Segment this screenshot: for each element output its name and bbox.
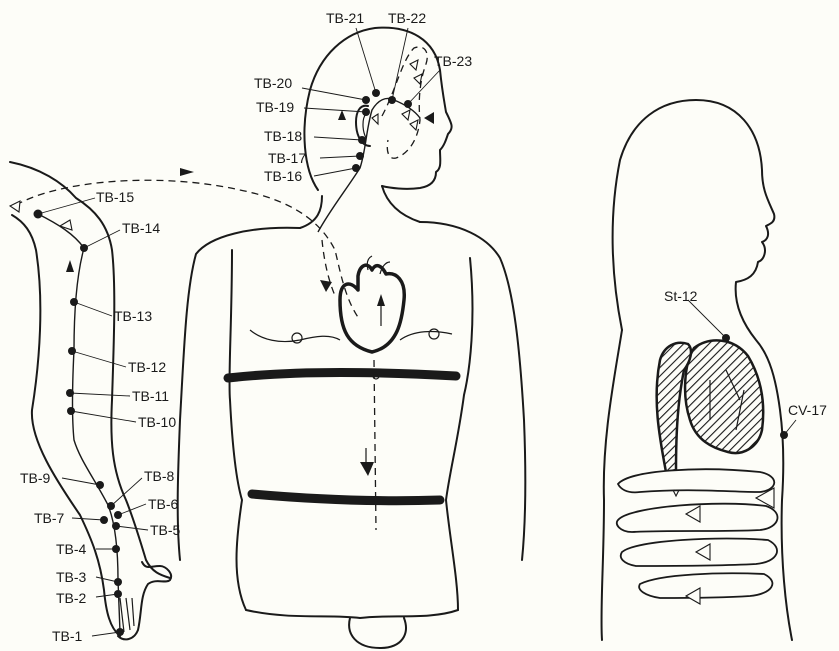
point-marker-triangle [10,201,20,212]
neck-dashed-path [322,240,336,298]
label-tb-8: TB-8 [144,468,175,484]
label-tb-19: TB-19 [256,99,294,115]
label-tb-14: TB-14 [122,220,160,236]
label-tb-10: TB-10 [138,414,176,430]
label-tb-2: TB-2 [56,590,87,606]
torso-inner-left [229,250,246,610]
arrow-right-top [180,168,194,176]
finger-lines [120,598,134,632]
heart-icon [340,265,404,352]
label-tb-13: TB-13 [114,308,152,324]
point-marker-triangle [402,110,410,120]
pelvis-outline [246,610,458,648]
label-tb-23: TB-23 [434,53,472,69]
label-tb-9: TB-9 [20,470,51,486]
label-st-12: St-12 [664,288,698,304]
label-cv-17: CV-17 [788,402,827,418]
arm-figure: TB-15 TB-14 TB-13 TB-12 TB-11 TB-10 TB-9… [10,162,360,644]
torso-inner-right [446,258,472,610]
chest-band [228,373,456,379]
spiral-band-4 [639,573,772,598]
label-tb-20: TB-20 [254,75,292,91]
label-tb-3: TB-3 [56,569,87,585]
label-tb-12: TB-12 [128,359,166,375]
label-tb-15: TB-15 [96,189,134,205]
spiral-band-1 [618,469,774,492]
point-marker-triangle [372,114,378,124]
label-tb-22: TB-22 [388,10,426,26]
nipple-left [292,333,302,343]
profile-figure: St-12 CV-17 [601,100,827,640]
arrow-up-arm [66,260,74,272]
arrow-left-face [424,112,434,124]
arrow-down-abdomen [360,462,374,476]
ear-inner [363,114,366,138]
neck-right [382,186,420,222]
label-tb-17: TB-17 [268,150,306,166]
point-marker-triangle [410,120,418,130]
label-tb-21: TB-21 [326,10,364,26]
arrow-down-neck [320,280,332,292]
head-outline [304,28,451,190]
neck-left [300,196,322,228]
neck-meridian-line [318,98,420,232]
point-marker-triangle [414,74,422,84]
chest-line-left [250,330,340,342]
abdomen-band [252,494,440,501]
label-tb-5: TB-5 [150,522,181,538]
point-marker-triangle [410,60,418,70]
label-tb-7: TB-7 [34,510,65,526]
arrow-up-ear [338,110,346,120]
lungs-icon [685,340,763,453]
label-tb-6: TB-6 [148,496,179,512]
label-tb-1: TB-1 [52,628,83,644]
label-tb-11: TB-11 [132,388,169,404]
label-tb-4: TB-4 [56,541,87,557]
torso-figure: TB-21 TB-22 TB-23 TB-20 TB-19 TB-18 TB-1… [178,10,526,648]
label-tb-18: TB-18 [264,128,302,144]
chest-line-right [400,332,452,340]
label-tb-16: TB-16 [264,168,302,184]
nipple-right [429,329,439,339]
